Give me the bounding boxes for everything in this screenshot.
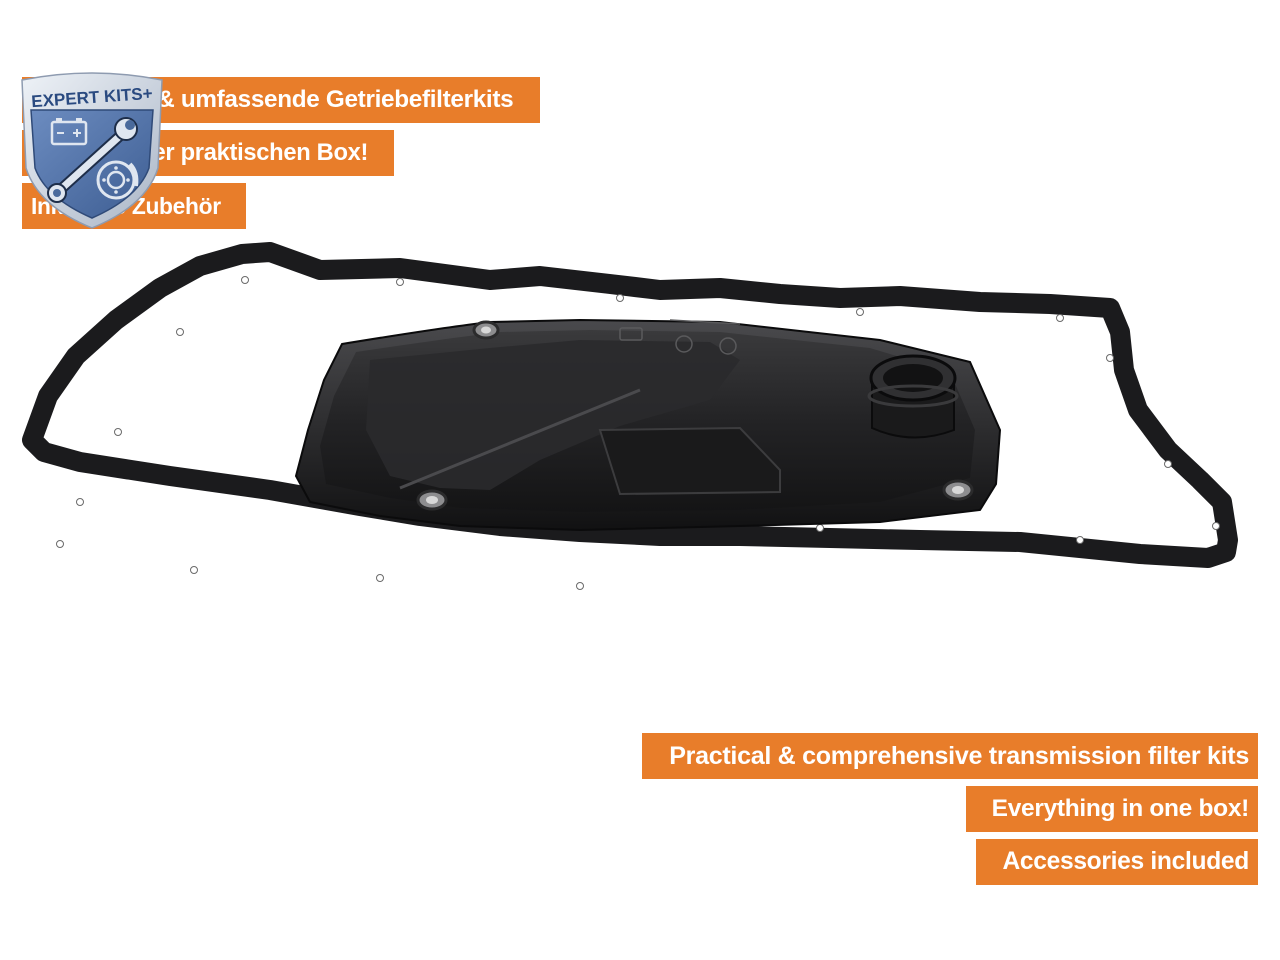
bolt-bushing: [472, 320, 500, 340]
banner-en-2: Everything in one box!: [966, 786, 1258, 832]
bolt-bushing: [942, 479, 974, 501]
banner-en-1: Practical & comprehensive transmission f…: [642, 733, 1258, 779]
transmission-filter: [294, 318, 1002, 532]
wrench-icon: [47, 117, 138, 203]
expert-kits-badge: EXPERT KITS+: [21, 72, 163, 229]
filter-intake-neck: [867, 354, 959, 439]
battery-icon: [50, 118, 88, 146]
oil-pan-gasket: [22, 242, 1238, 590]
bolt-bushing: [416, 489, 448, 511]
banner-en-3: Accessories included: [976, 839, 1258, 885]
product-image: [22, 242, 1238, 590]
brake-disc-icon: [96, 160, 139, 200]
